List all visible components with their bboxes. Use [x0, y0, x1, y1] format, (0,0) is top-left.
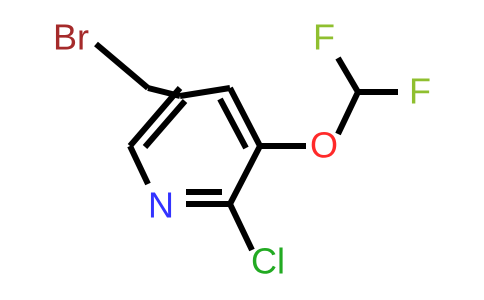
atom-n-label: N — [148, 185, 174, 226]
bond-c5-c4 — [179, 85, 231, 99]
atom-o-label: O — [310, 125, 338, 166]
bond-c4-c3-double — [217, 97, 249, 150]
bond-o-chf2 — [335, 90, 361, 136]
bond-chf2-f1 — [335, 56, 361, 94]
bond-c6-c5 — [127, 86, 183, 148]
atom-f-upper-label: F — [313, 17, 335, 58]
bond-n-c6 — [127, 144, 151, 186]
bond-layer — [94, 41, 398, 252]
atom-label-layer: Br N Cl O F F — [53, 17, 431, 282]
bond-c2-cl — [227, 202, 255, 252]
bond-c4-c3 — [227, 86, 263, 148]
bond-c3-c2 — [227, 144, 263, 206]
atom-cl-label: Cl — [251, 241, 285, 282]
bond-ch2-br — [94, 41, 150, 91]
atom-br-label: Br — [53, 17, 89, 58]
atom-f-right-label: F — [409, 71, 431, 112]
bond-c6-c5-double — [142, 99, 188, 149]
